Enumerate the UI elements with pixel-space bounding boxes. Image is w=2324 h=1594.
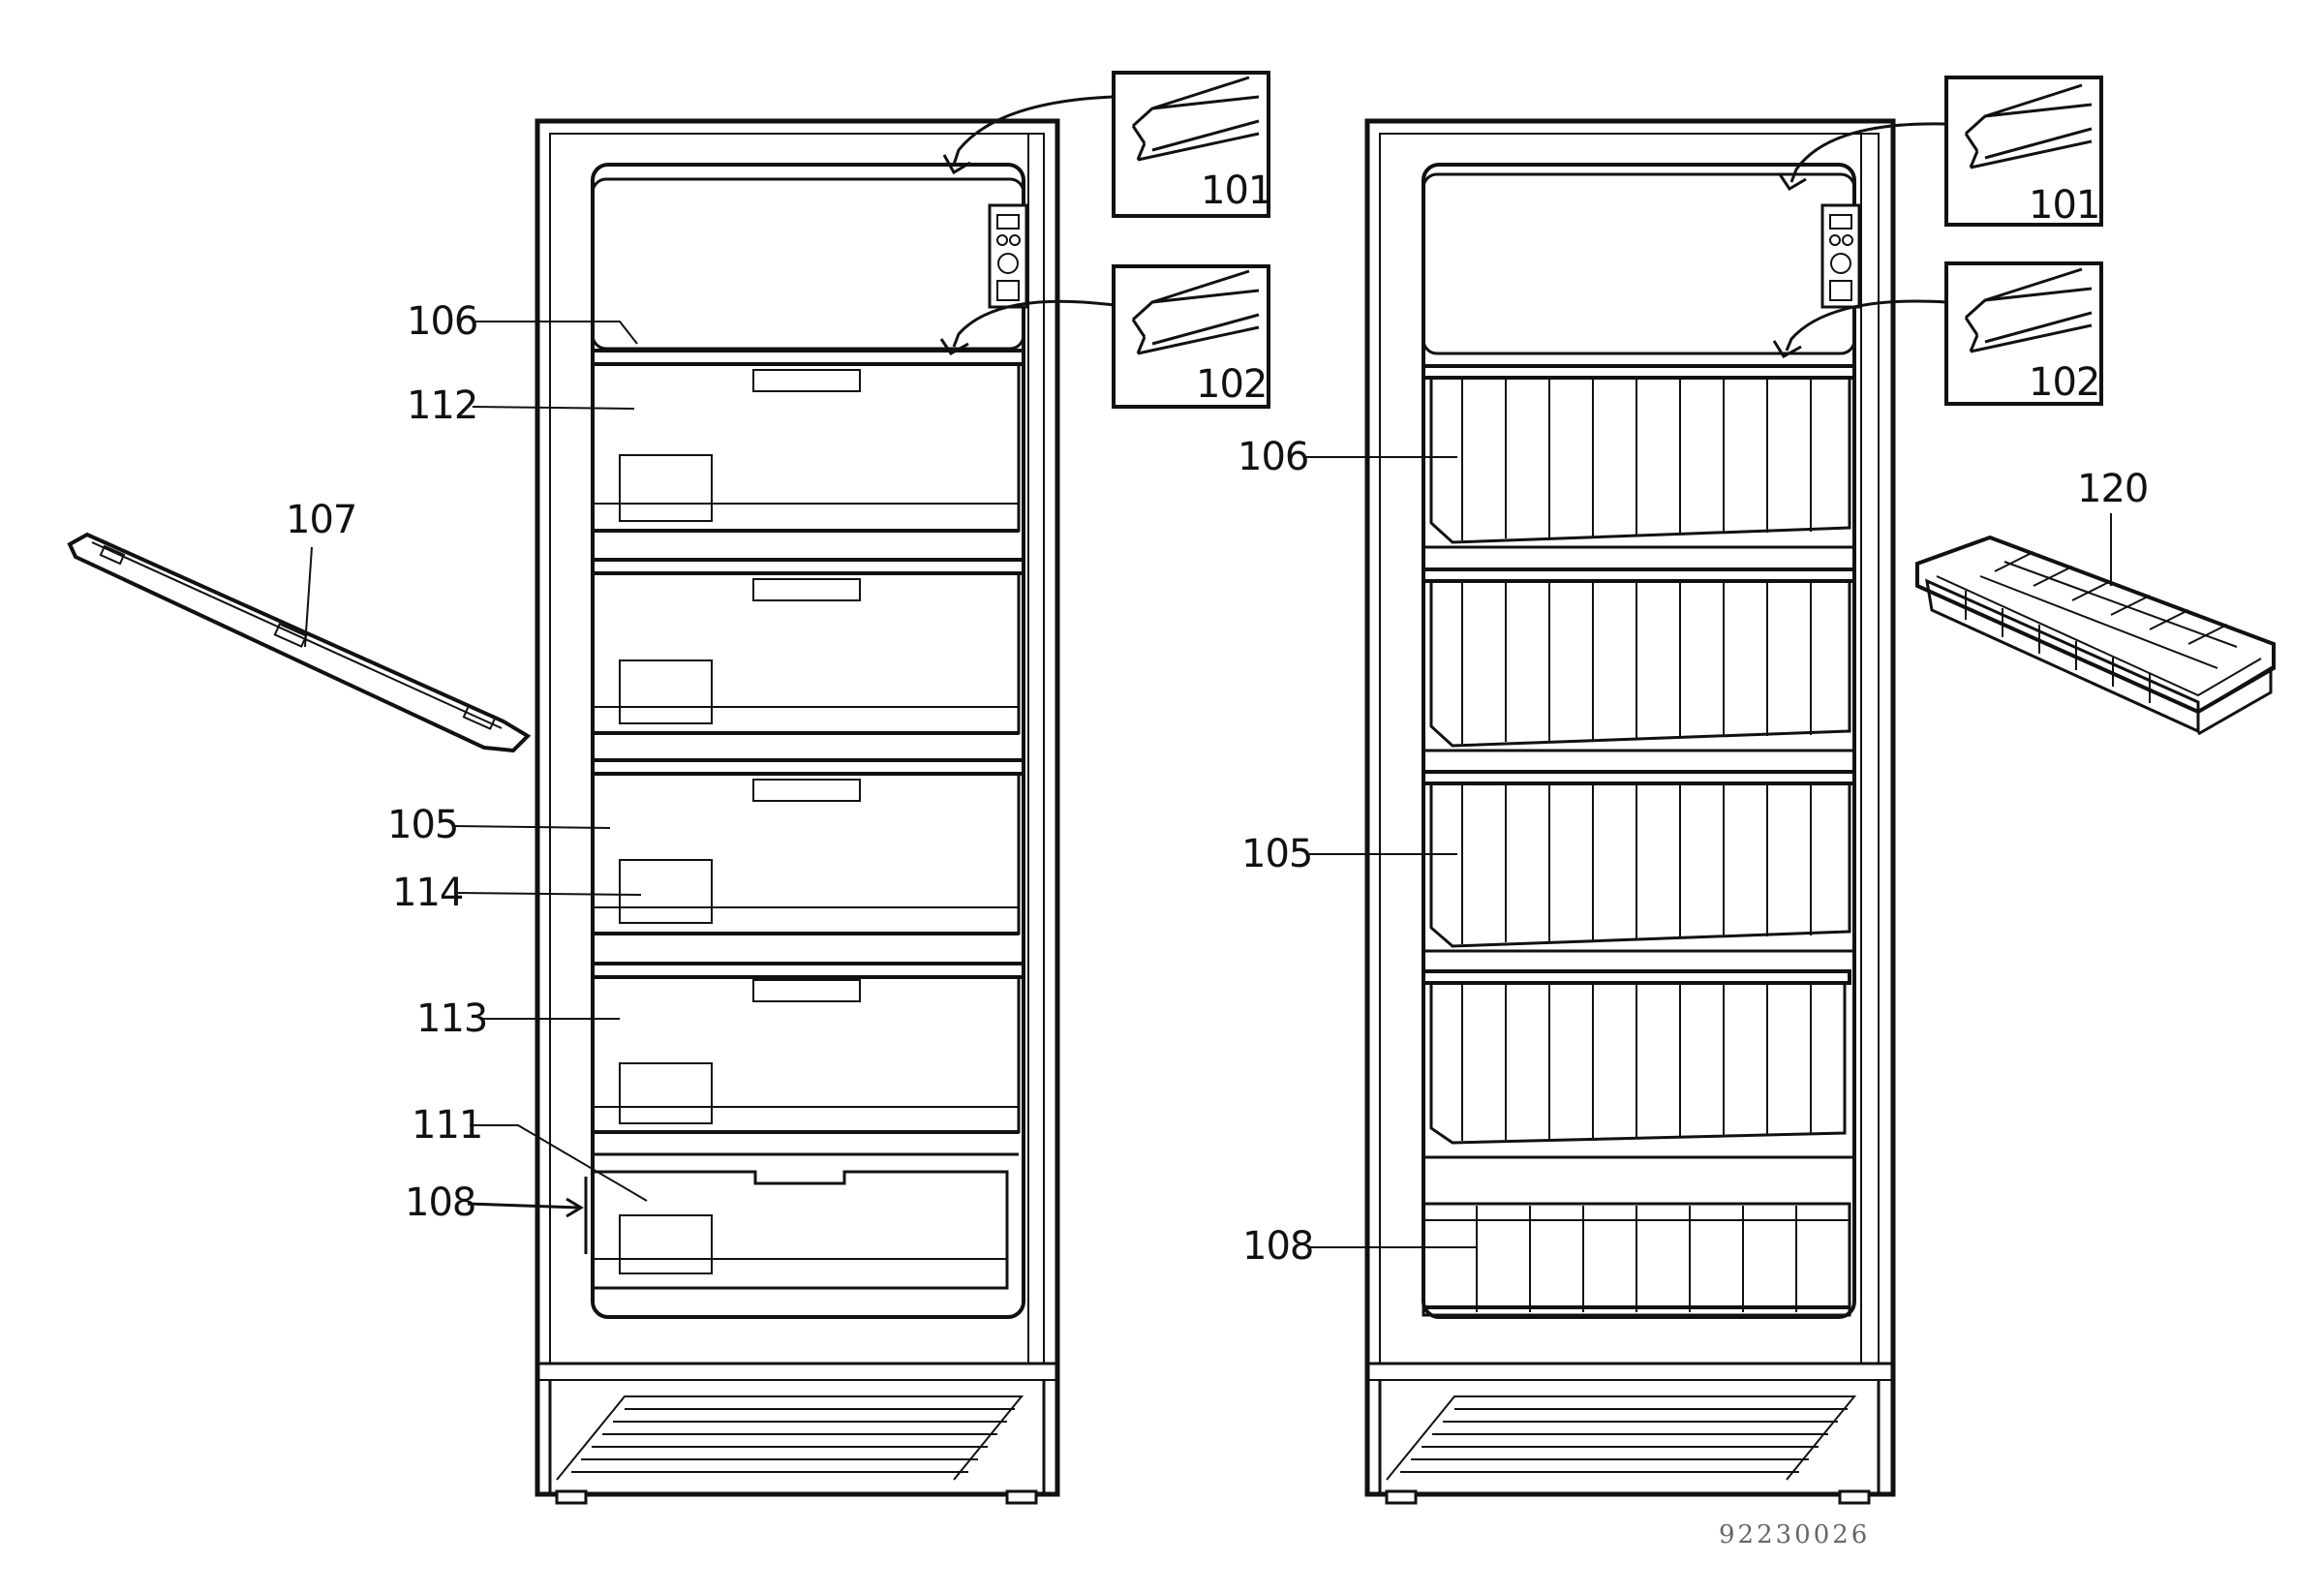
right-basket-3 [1422, 770, 1856, 953]
right-label-106: 106 [1238, 435, 1308, 479]
right-seal-profile-102 [1944, 261, 2103, 406]
right-cabinet-outer [1364, 118, 1896, 1497]
right-bottom-basket [1422, 1202, 1851, 1317]
right-arrow-101 [1778, 122, 1947, 192]
left-arrow-101 [942, 95, 1115, 175]
right-label-120: 120 [2077, 467, 2148, 511]
left-drawer-2 [591, 558, 1025, 735]
left-label-113: 113 [416, 996, 487, 1041]
right-base-grille [1367, 1362, 1893, 1505]
left-seal-profile-101 [1112, 71, 1270, 218]
left-label-108: 108 [405, 1180, 475, 1225]
right-arrow-102 [1772, 299, 1947, 359]
right-seal-profile-101 [1944, 76, 2103, 227]
right-inner-liner [1422, 163, 1856, 1319]
ice-cube-tray-120 [1915, 535, 2276, 736]
right-freezer: 101 102 106 105 108 [1238, 76, 2103, 1505]
left-bottom-drawer [591, 1152, 1019, 1290]
left-drawer-4 [591, 962, 1025, 1134]
right-label-108: 108 [1242, 1224, 1313, 1269]
drawer-front-107 [67, 532, 532, 753]
left-label-102: 102 [1196, 362, 1267, 407]
right-label-102: 102 [2029, 360, 2099, 405]
left-drawer-1 [591, 349, 1025, 533]
left-inner-liner [591, 163, 1025, 1319]
left-base-grille [537, 1362, 1057, 1505]
right-basket-2 [1422, 567, 1856, 752]
left-drawer-3 [591, 758, 1025, 935]
left-seal-profile-102 [1112, 264, 1270, 409]
left-arrow-102 [939, 299, 1115, 355]
right-label-105: 105 [1241, 832, 1312, 876]
drawing-code: 92230026 [1719, 1520, 1870, 1549]
left-control-panel [988, 203, 1028, 309]
left-cabinet-outer [535, 118, 1060, 1497]
left-freezer: 101 102 106 112 105 114 113 111 108 [387, 71, 1272, 1505]
right-label-101: 101 [2029, 183, 2099, 228]
left-label-114: 114 [392, 871, 463, 915]
left-label-106: 106 [407, 299, 477, 344]
right-control-panel [1820, 203, 1861, 309]
right-basket-4 [1422, 969, 1854, 1159]
left-label-105: 105 [387, 803, 458, 847]
left-label-101: 101 [1201, 169, 1271, 213]
right-basket-1 [1422, 364, 1856, 549]
left-label-112: 112 [407, 383, 477, 428]
left-label-107: 107 [286, 498, 356, 542]
